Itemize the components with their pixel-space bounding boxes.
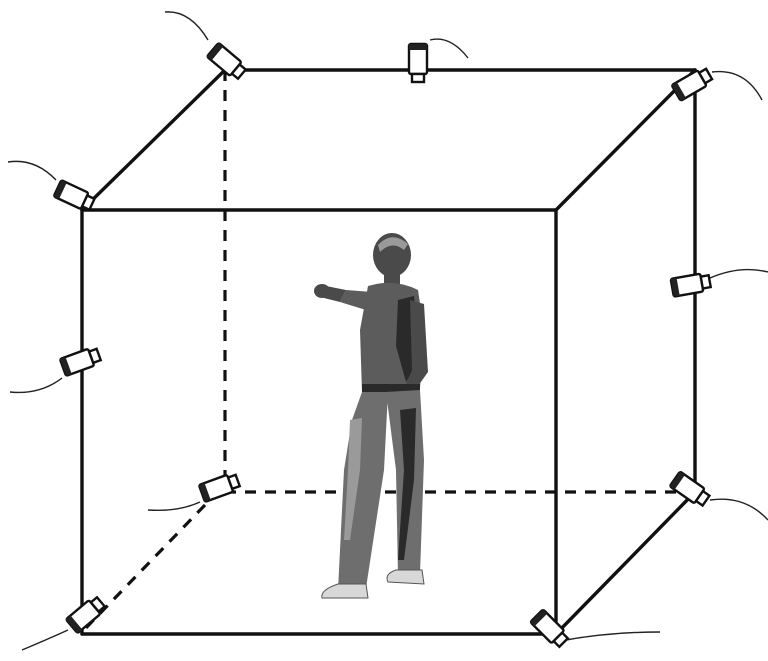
- camera-icon: [670, 471, 711, 508]
- edge-bottom-right-diagonal: [556, 492, 695, 634]
- camera-cable: [10, 378, 62, 392]
- camera-back-plate: [409, 44, 427, 50]
- edge-top-left: [82, 70, 225, 210]
- person-fist: [314, 284, 330, 298]
- person-figure: [314, 233, 428, 598]
- camera-icon: [530, 609, 570, 649]
- person-right-shoe: [387, 570, 424, 584]
- person-left-shoe: [322, 584, 368, 598]
- camera-cable: [430, 39, 468, 58]
- camera-icon: [199, 472, 241, 502]
- camera-icon: [409, 44, 427, 82]
- camera-cable: [710, 270, 768, 278]
- camera-lens: [412, 74, 424, 82]
- camera-cable: [712, 72, 762, 100]
- camera-lens: [701, 275, 711, 288]
- camera-icon: [671, 272, 712, 296]
- camera-icon: [54, 180, 96, 212]
- camera-cable: [22, 630, 68, 650]
- camera-cable: [566, 632, 660, 640]
- camera-cable: [165, 12, 208, 40]
- camera-cable: [710, 499, 768, 520]
- camera-cable: [8, 161, 56, 180]
- camera-icon: [60, 346, 102, 376]
- camera-icon: [207, 43, 248, 81]
- person-left-leg: [338, 392, 388, 590]
- camera-cable: [148, 502, 200, 510]
